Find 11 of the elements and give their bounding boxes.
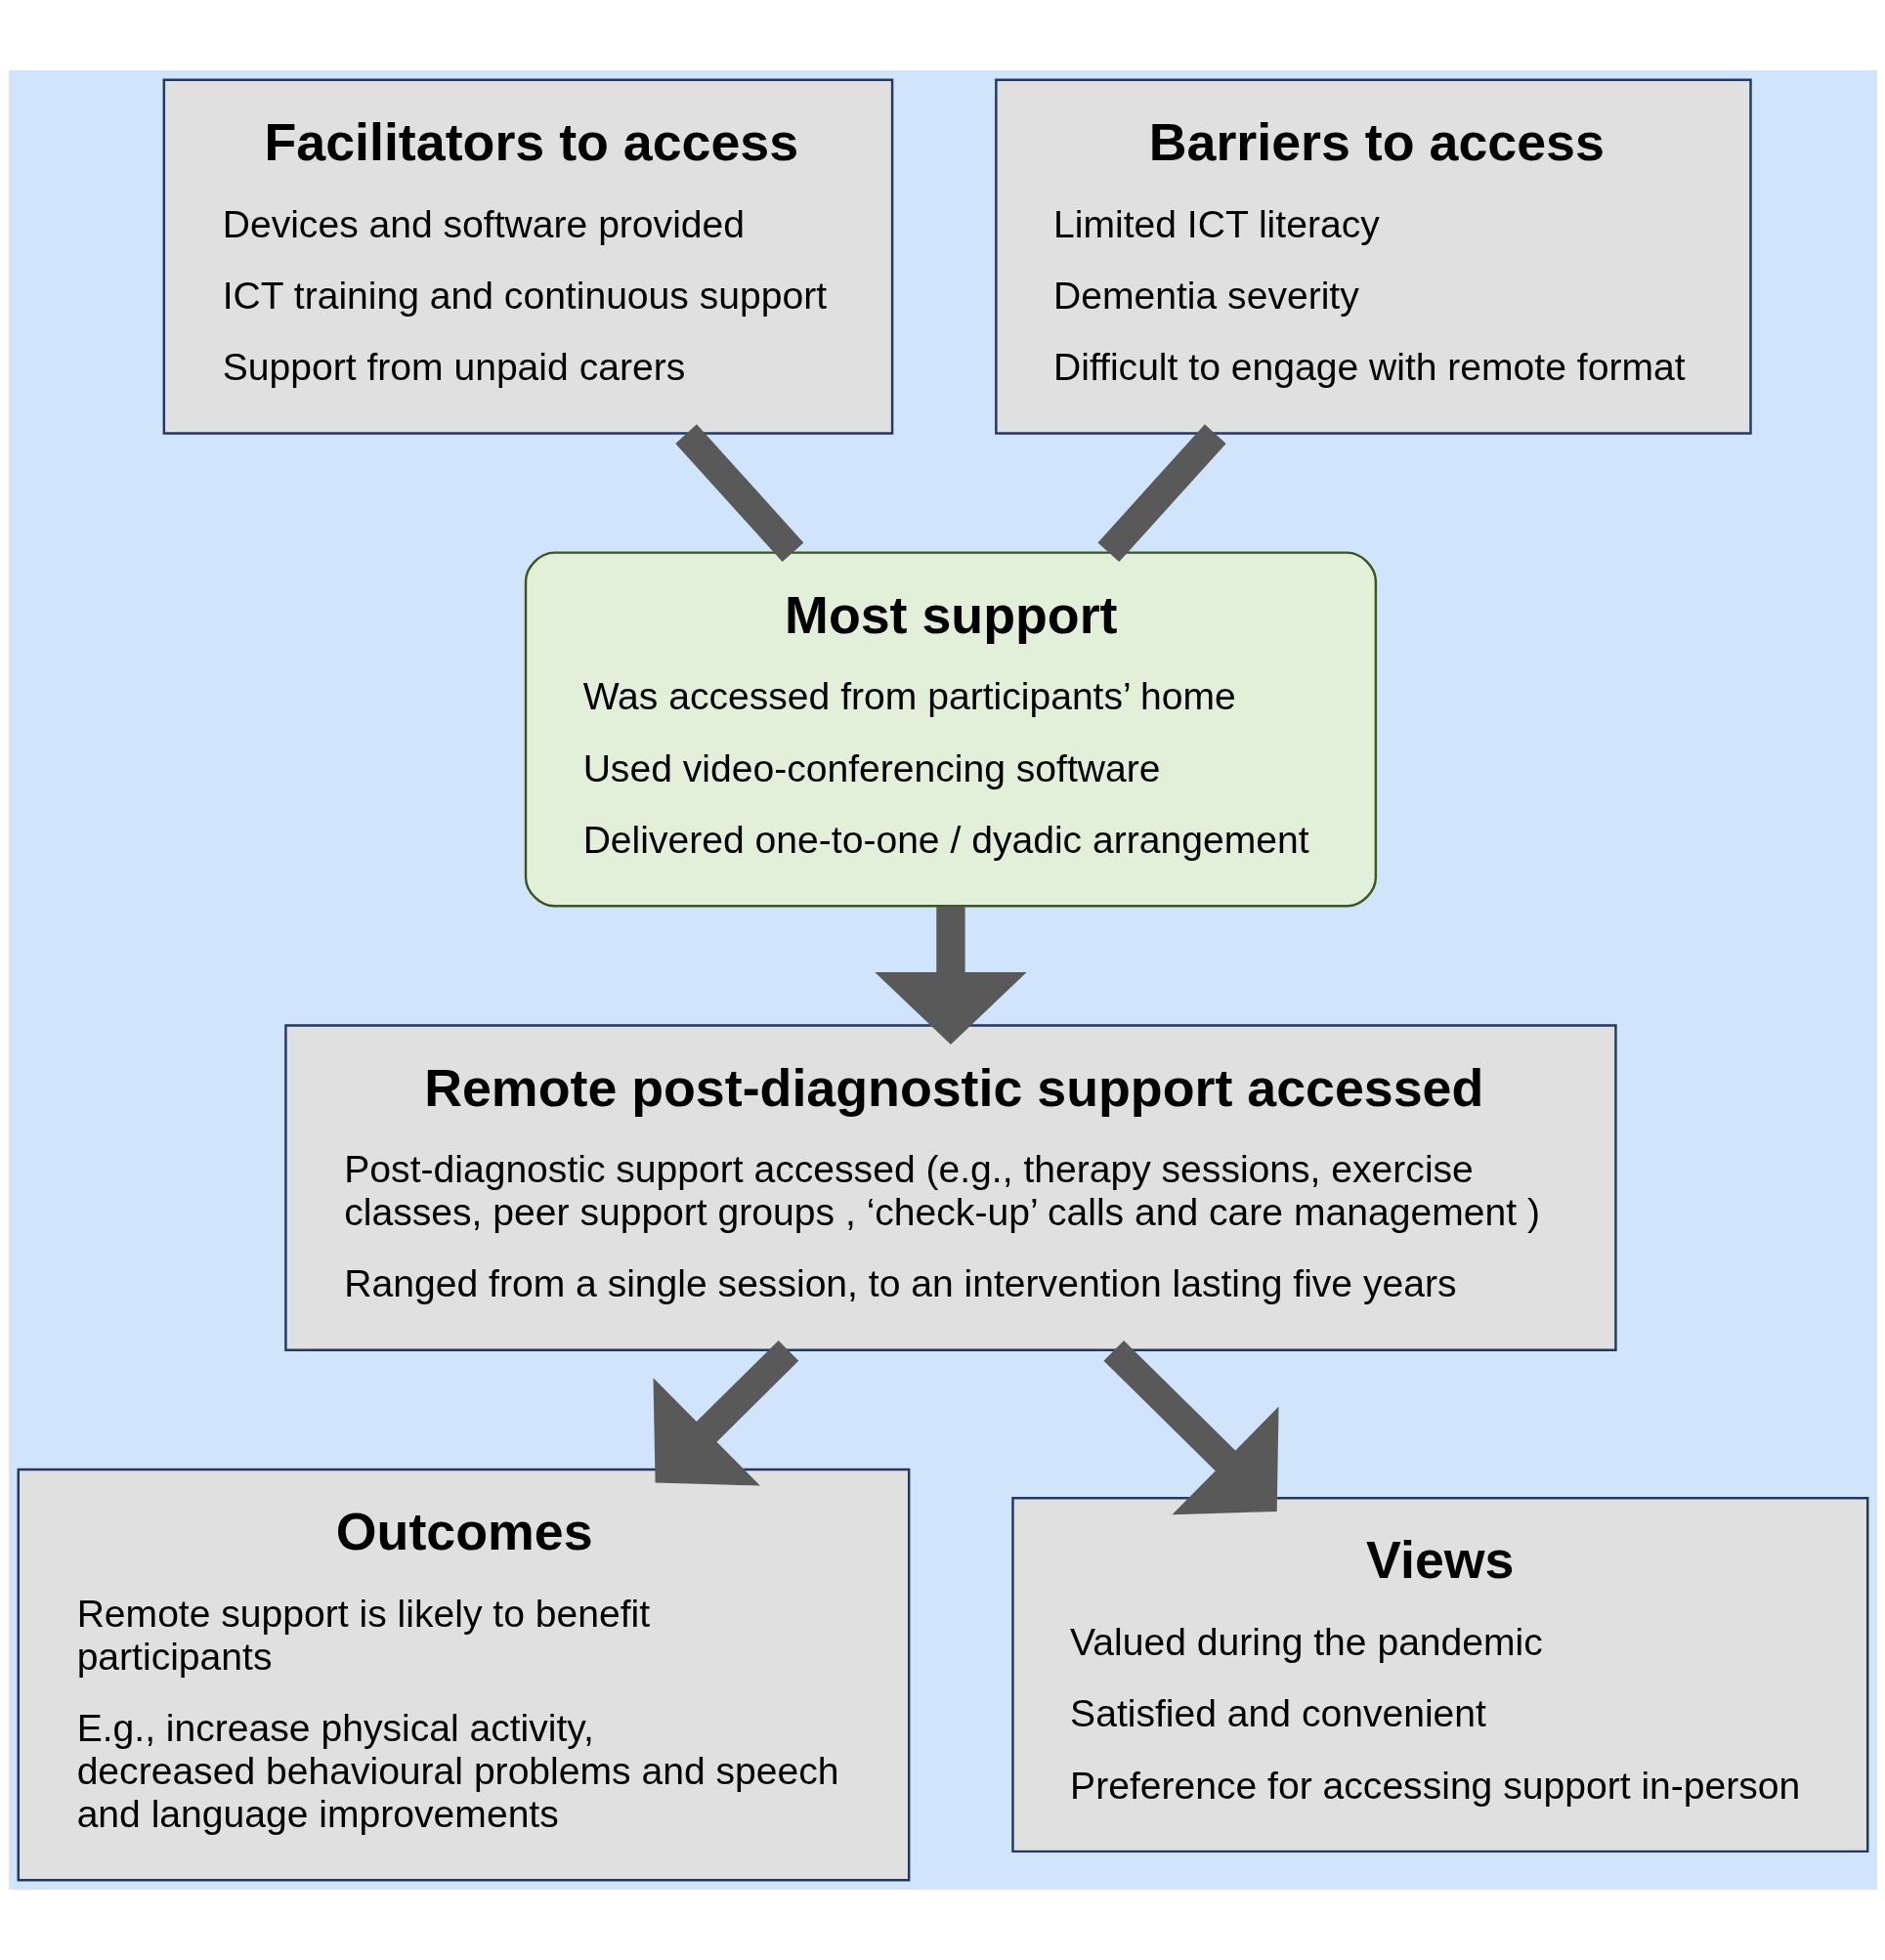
arrow [874, 906, 1027, 1045]
node-box: Barriers to access Limited ICT literacy Dementia severity Difficult to engage with remote format [994, 78, 1752, 435]
arrow [1102, 1340, 1279, 1515]
arrow [653, 1340, 798, 1486]
connector [1097, 424, 1226, 562]
node-box: Remote post-diagnostic support accessed Post-diagnostic support accessed (e.g., therapy sessions, exercise classes, peer support groups , ‘check-up’ calls and care management ) Ranged from a single session, to an intervention lasting five years [283, 1024, 1617, 1351]
node-box: Most support Was accessed from participants’ home Used video-conferencing software Delivered one-to-one / dyadic arrangement [524, 551, 1377, 908]
node-box: Views Valued during the pandemic Satisfied and convenient Preference for accessing support in-person [1010, 1497, 1868, 1853]
node-box: Facilitators to access Devices and software provided ICT training and continuous support Support from unpaid carers [162, 78, 893, 435]
connector [674, 424, 803, 562]
node-box: Outcomes Remote support is likely to benefit participants E.g., increase physical activity, decreased behavioural problems and speech and language improvements [17, 1468, 910, 1882]
